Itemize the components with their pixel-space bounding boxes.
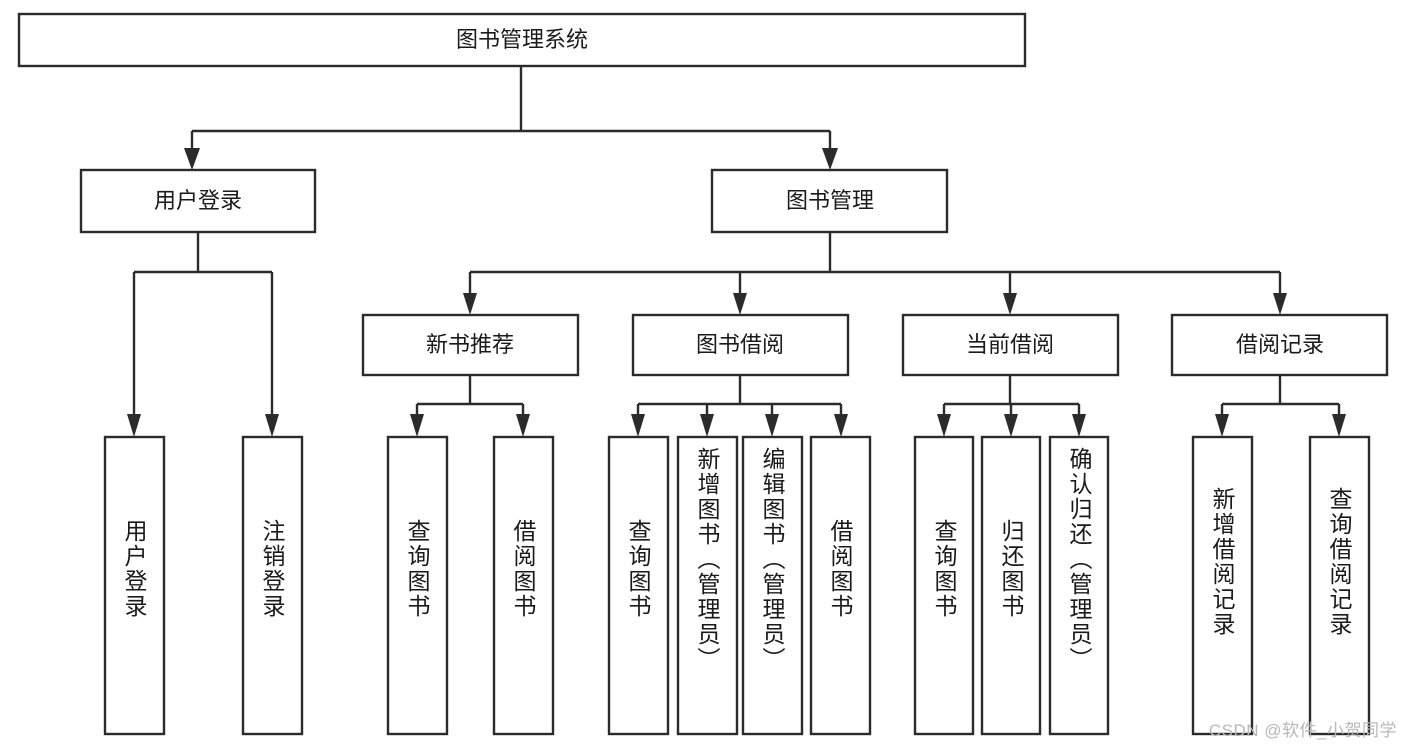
node-root-label: 图书管理系统 <box>456 27 588 52</box>
node-leaf-borrow-book-1[interactable]: 借阅图书 <box>492 435 555 736</box>
arrowhead-leaf-return-book <box>1004 414 1018 437</box>
node-current-borrow-box[interactable] <box>901 313 1120 377</box>
node-leaf-return-book[interactable]: 归还图书 <box>980 435 1042 736</box>
node-book-management-box[interactable] <box>710 168 949 234</box>
node-leaf-user-login[interactable]: 用户登录 <box>103 435 166 736</box>
node-leaf-query-book-1-box[interactable] <box>386 435 449 736</box>
node-leaf-add-borrow-record-box[interactable] <box>1191 435 1254 736</box>
node-borrow-record[interactable]: 借阅记录 <box>1170 313 1389 377</box>
node-leaf-borrow-book-2-label: 借阅图书 <box>827 519 854 619</box>
arrowhead-leaf-add-borrow-record <box>1215 414 1229 437</box>
node-new-book-recommend[interactable]: 新书推荐 <box>361 313 580 377</box>
node-leaf-query-borrow-record[interactable]: 查询借阅记录 <box>1308 435 1371 736</box>
node-leaf-query-borrow-record-box[interactable] <box>1308 435 1371 736</box>
node-leaf-query-book-2-box[interactable] <box>607 435 670 736</box>
connectors-layer <box>127 66 1346 437</box>
node-leaf-add-book[interactable]: 新增图书（管理员） <box>676 435 739 736</box>
arrowhead-book-borrow <box>733 293 747 315</box>
node-leaf-borrow-book-1-label: 借阅图书 <box>510 519 537 619</box>
node-leaf-logout-login-label: 注销登录 <box>259 519 286 619</box>
node-user-login-label: 用户登录 <box>154 188 242 213</box>
arrowhead-leaf-query-book-1 <box>410 414 424 437</box>
node-leaf-query-borrow-record-label: 查询借阅记录 <box>1326 487 1353 637</box>
arrowhead-new-book-recommend <box>463 293 477 315</box>
node-book-management[interactable]: 图书管理 <box>710 168 949 234</box>
node-leaf-confirm-return-box[interactable] <box>1048 435 1110 736</box>
node-book-management-label: 图书管理 <box>786 188 874 213</box>
node-current-borrow-label: 当前借阅 <box>966 332 1054 357</box>
node-leaf-return-book-label: 归还图书 <box>998 519 1025 619</box>
arrowhead-user-login <box>184 148 200 170</box>
arrowhead-book-management <box>822 148 838 170</box>
arrowhead-leaf-edit-book <box>765 414 779 437</box>
node-current-borrow[interactable]: 当前借阅 <box>901 313 1120 377</box>
node-leaf-borrow-book-2-box[interactable] <box>809 435 872 736</box>
arrowhead-borrow-record <box>1273 293 1287 315</box>
arrowhead-leaf-query-borrow-record <box>1332 414 1346 437</box>
node-leaf-add-book-label: 新增图书（管理员） <box>694 447 721 672</box>
node-leaf-query-book-3-label: 查询图书 <box>931 519 958 619</box>
node-leaf-user-login-box[interactable] <box>103 435 166 736</box>
arrowhead-leaf-logout-login <box>265 414 279 437</box>
node-leaf-add-book-box[interactable] <box>676 435 739 736</box>
node-leaf-query-book-2[interactable]: 查询图书 <box>607 435 670 736</box>
node-root[interactable]: 图书管理系统 <box>17 12 1027 68</box>
node-leaf-query-book-1-label: 查询图书 <box>404 519 431 619</box>
node-leaf-borrow-book-2[interactable]: 借阅图书 <box>809 435 872 736</box>
node-leaf-query-book-1[interactable]: 查询图书 <box>386 435 449 736</box>
node-leaf-return-book-box[interactable] <box>980 435 1042 736</box>
arrowhead-leaf-user-login <box>127 414 141 437</box>
node-book-borrow-box[interactable] <box>631 313 850 377</box>
node-new-book-recommend-label: 新书推荐 <box>426 332 514 357</box>
node-leaf-add-borrow-record[interactable]: 新增借阅记录 <box>1191 435 1254 736</box>
node-leaf-query-book-3-box[interactable] <box>913 435 975 736</box>
node-leaf-confirm-return[interactable]: 确认归还（管理员） <box>1048 435 1110 736</box>
node-new-book-recommend-box[interactable] <box>361 313 580 377</box>
node-book-borrow-label: 图书借阅 <box>696 332 784 357</box>
csdn-watermark: CSDN @软件_小贺同学 <box>1208 721 1397 740</box>
arrowhead-leaf-confirm-return <box>1072 414 1086 437</box>
node-leaf-user-login-label: 用户登录 <box>121 519 148 619</box>
node-leaf-edit-book-box[interactable] <box>741 435 804 736</box>
node-borrow-record-box[interactable] <box>1170 313 1389 377</box>
arrowhead-leaf-add-book <box>700 414 714 437</box>
node-leaf-query-book-2-label: 查询图书 <box>625 519 652 619</box>
node-leaf-query-book-3[interactable]: 查询图书 <box>913 435 975 736</box>
node-leaf-logout-login[interactable]: 注销登录 <box>241 435 304 736</box>
node-leaf-edit-book-label: 编辑图书（管理员） <box>759 447 786 672</box>
node-root-box[interactable] <box>17 12 1027 68</box>
arrowhead-leaf-borrow-book-1 <box>516 414 530 437</box>
arrowhead-leaf-query-book-2 <box>631 414 645 437</box>
arrowhead-current-borrow <box>1003 293 1017 315</box>
node-user-login-box[interactable] <box>79 168 317 234</box>
node-borrow-record-label: 借阅记录 <box>1236 332 1324 357</box>
node-leaf-confirm-return-label: 确认归还（管理员） <box>1066 447 1093 672</box>
node-user-login[interactable]: 用户登录 <box>79 168 317 234</box>
node-leaf-add-borrow-record-label: 新增借阅记录 <box>1209 487 1236 637</box>
arrowhead-leaf-borrow-book-2 <box>834 414 848 437</box>
node-book-borrow[interactable]: 图书借阅 <box>631 313 850 377</box>
node-leaf-edit-book[interactable]: 编辑图书（管理员） <box>741 435 804 736</box>
node-leaf-logout-login-box[interactable] <box>241 435 304 736</box>
node-leaf-borrow-book-1-box[interactable] <box>492 435 555 736</box>
arrowhead-leaf-query-book-3 <box>937 414 951 437</box>
